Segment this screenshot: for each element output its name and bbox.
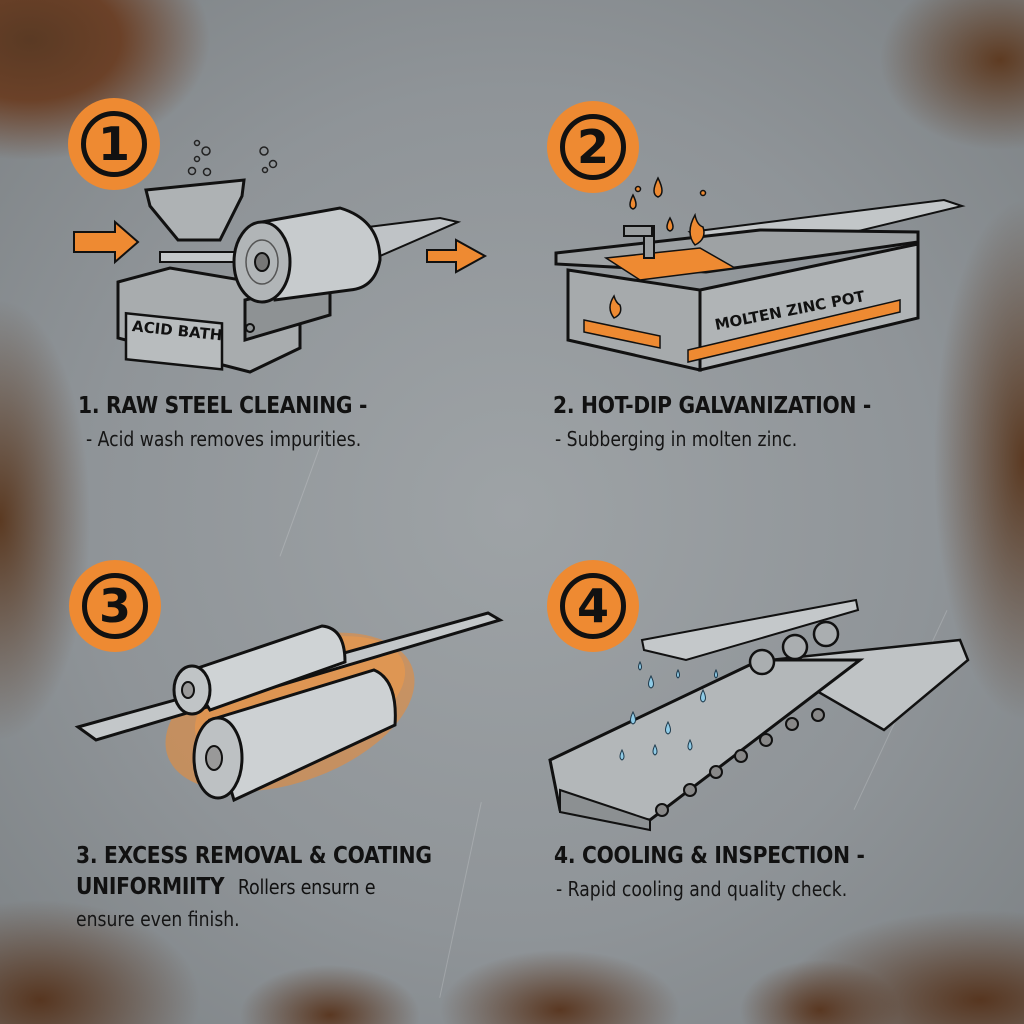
steel-coil-roller-icon xyxy=(232,206,382,304)
water-drops-icon xyxy=(619,660,718,761)
circled-number-3-icon: 3 xyxy=(82,573,148,639)
input-arrow-icon xyxy=(73,219,140,265)
step-3-title-line2: UNIFORMIITY Rollers ensurn e xyxy=(76,874,376,900)
bottom-roller-icon xyxy=(192,668,397,803)
step-4-badge: 4 xyxy=(547,560,639,652)
step-3-title-word: UNIFORMIITY xyxy=(76,874,225,900)
step-2-hot-dip-galvanization: 2 MOLTEN ZINC POT 2. HOT-DIP GALVANIZATI… xyxy=(0,0,1024,480)
inspection-wheels-icon xyxy=(748,620,840,676)
circled-number-1-icon: 1 xyxy=(81,111,147,177)
top-roller-icon xyxy=(172,624,347,716)
circled-number-2-icon: 2 xyxy=(560,114,626,180)
step-3-inline-description: Rollers ensurn e xyxy=(237,875,376,899)
bubbles-icon xyxy=(187,139,278,177)
step-1-title: 1. RAW STEEL CLEANING - xyxy=(78,393,368,419)
circled-number-4-icon: 4 xyxy=(560,573,626,639)
conveyor-belt-icon xyxy=(548,658,865,832)
coating-rollers-illustration xyxy=(74,611,504,803)
step-1-description: - Acid wash removes impurities. xyxy=(86,427,362,451)
molten-zinc-pot-illustration: MOLTEN ZINC POT xyxy=(554,176,966,372)
step-3-excess-removal: 3 3. EXCESS REMOVAL & COATING UNIFORMIIT… xyxy=(69,560,504,931)
flame-icon xyxy=(609,294,622,319)
step-1-badge: 1 xyxy=(68,98,160,190)
output-arrow-icon xyxy=(426,238,488,274)
step-2-description: - Subberging in molten zinc. xyxy=(555,427,798,451)
flame-icon xyxy=(689,212,705,246)
acid-bath-machine-illustration: ACID BATH xyxy=(73,139,488,374)
step-4-title: 4. COOLING & INSPECTION - xyxy=(554,843,865,869)
step-2-title: 2. HOT-DIP GALVANIZATION - xyxy=(553,393,872,419)
cooling-conveyor-illustration xyxy=(548,598,970,832)
step-2-badge: 2 xyxy=(547,101,639,193)
step-4-description: - Rapid cooling and quality check. xyxy=(556,877,848,901)
step-3-description-line2: ensure even finish. xyxy=(76,907,240,931)
step-3-title-line1: 3. EXCESS REMOVAL & COATING xyxy=(76,843,432,869)
step-3-badge: 3 xyxy=(69,560,161,652)
molten-drops-icon xyxy=(629,176,707,232)
step-1-raw-steel-cleaning: 1 ACID BATH xyxy=(0,0,512,480)
